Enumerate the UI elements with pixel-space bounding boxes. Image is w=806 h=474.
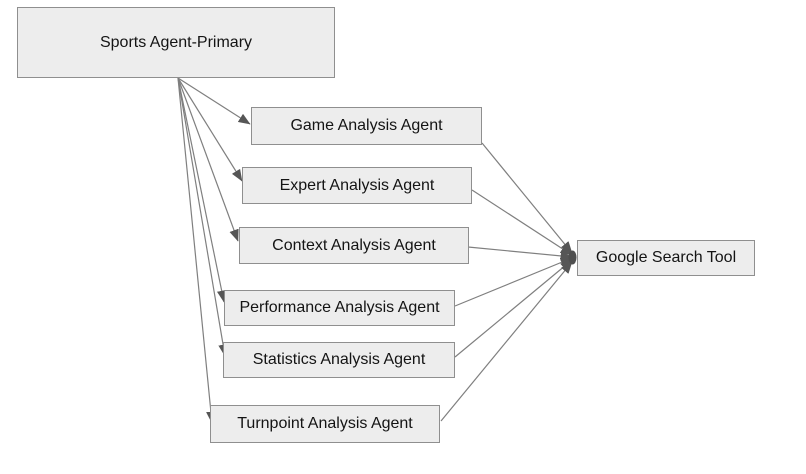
node-label-turnpoint-analysis-agent: Turnpoint Analysis Agent <box>237 415 413 432</box>
node-performance-analysis-agent: Performance Analysis Agent <box>224 290 455 326</box>
edge-turnpoint-to-google <box>440 261 573 422</box>
node-label-expert-analysis-agent: Expert Analysis Agent <box>279 176 435 194</box>
edge-game-to-google <box>481 142 573 254</box>
node-label-statistics-analysis-agent: Statistics Analysis Agent <box>252 351 426 368</box>
node-statistics-analysis-agent: Statistics Analysis Agent <box>223 342 455 378</box>
edge-context-to-google <box>467 246 573 261</box>
arrowhead-cluster <box>568 250 577 265</box>
edge-sports-to-context <box>177 77 239 242</box>
node-label-game-analysis-agent: Game Analysis Agent <box>290 117 443 134</box>
node-expert-analysis-agent: Expert Analysis Agent <box>242 167 472 204</box>
node-sports-agent-primary: Sports Agent-Primary <box>17 7 335 78</box>
edge-sports-to-performance <box>177 77 227 303</box>
edge-expert-to-google <box>471 189 573 256</box>
edge-sports-to-turnpoint <box>177 77 216 424</box>
edge-statistics-to-google <box>454 259 573 358</box>
edge-sports-to-statistics <box>177 77 228 357</box>
node-label-sports-agent-primary: Sports Agent-Primary <box>99 33 253 51</box>
edge-performance-to-google <box>454 257 573 307</box>
edge-sports-to-expert <box>177 77 243 182</box>
node-google-search-tool: Google Search Tool <box>577 240 755 276</box>
node-label-google-search-tool: Google Search Tool <box>595 249 737 266</box>
node-context-analysis-agent: Context Analysis Agent <box>239 227 469 264</box>
edge-sports-to-game <box>177 77 251 125</box>
node-turnpoint-analysis-agent: Turnpoint Analysis Agent <box>210 405 440 443</box>
node-label-performance-analysis-agent: Performance Analysis Agent <box>239 299 440 316</box>
node-label-context-analysis-agent: Context Analysis Agent <box>272 236 436 254</box>
node-game-analysis-agent: Game Analysis Agent <box>251 107 482 145</box>
